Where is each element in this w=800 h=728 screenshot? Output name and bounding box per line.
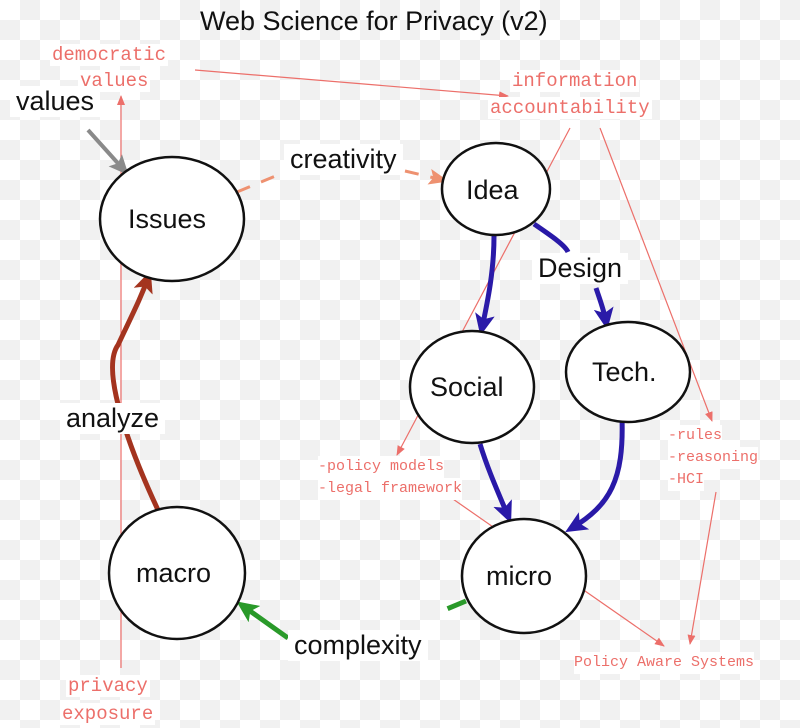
edge-label-creativity: creativity — [284, 144, 403, 175]
node-macro — [107, 505, 247, 641]
annotation-democratic: democratic — [50, 44, 169, 66]
annotation-privacy: privacy — [66, 675, 150, 697]
edge-label-complexity: complexity — [288, 630, 428, 661]
annotation-hci: -HCI — [668, 469, 705, 491]
node-label-issues: Issues — [128, 204, 207, 234]
node-tech — [564, 320, 692, 424]
node-label-micro: micro — [486, 561, 552, 591]
annotation-legal-framework: -legal framework — [318, 478, 463, 500]
node-issues — [98, 155, 246, 283]
annotation-information: information — [510, 70, 640, 92]
arrow-design-to-tech — [593, 287, 614, 330]
node-label-idea: Idea — [466, 175, 519, 205]
annotation-values: values — [78, 70, 151, 92]
annotation-policy-aware-systems: Policy Aware Systems — [574, 652, 755, 674]
edge-label-values: values — [10, 86, 101, 117]
annotation-rules: -rules — [668, 425, 723, 447]
diagram-title: Web Science for Privacy (v2) — [200, 6, 548, 36]
node-label-macro: macro — [136, 558, 212, 588]
edge-label-analyze: analyze — [60, 403, 166, 434]
edge-label-design: Design — [532, 253, 629, 284]
arrow-idea-to-social — [475, 235, 497, 336]
annotation-exposure: exposure — [60, 703, 156, 725]
arrow-complexity-left — [236, 601, 290, 641]
arrow-tech-to-micro — [565, 417, 625, 533]
arrow-macro-to-issues — [110, 270, 161, 512]
annotation-accountability: accountability — [488, 97, 652, 119]
node-label-social: Social — [430, 372, 504, 402]
annotation-reasoning: -reasoning — [668, 447, 759, 469]
arrow-democratic-to-information — [194, 69, 509, 100]
arrow-complexity-right — [434, 598, 467, 617]
node-micro — [460, 517, 588, 635]
arrow-idea-to-design — [532, 221, 571, 254]
arrow-hci-to-policy-aware — [687, 491, 717, 645]
arrow-social-to-micro — [477, 443, 512, 524]
node-social — [408, 329, 536, 445]
node-label-tech: Tech. — [592, 357, 657, 387]
arrow-information-to-rules — [599, 127, 713, 422]
arrow-creativity-left — [236, 168, 291, 194]
annotation-policy-models: -policy models — [318, 456, 445, 478]
node-idea — [440, 141, 552, 237]
arrow-creativity-right — [404, 168, 449, 185]
arrow-values-to-issues — [86, 128, 129, 176]
